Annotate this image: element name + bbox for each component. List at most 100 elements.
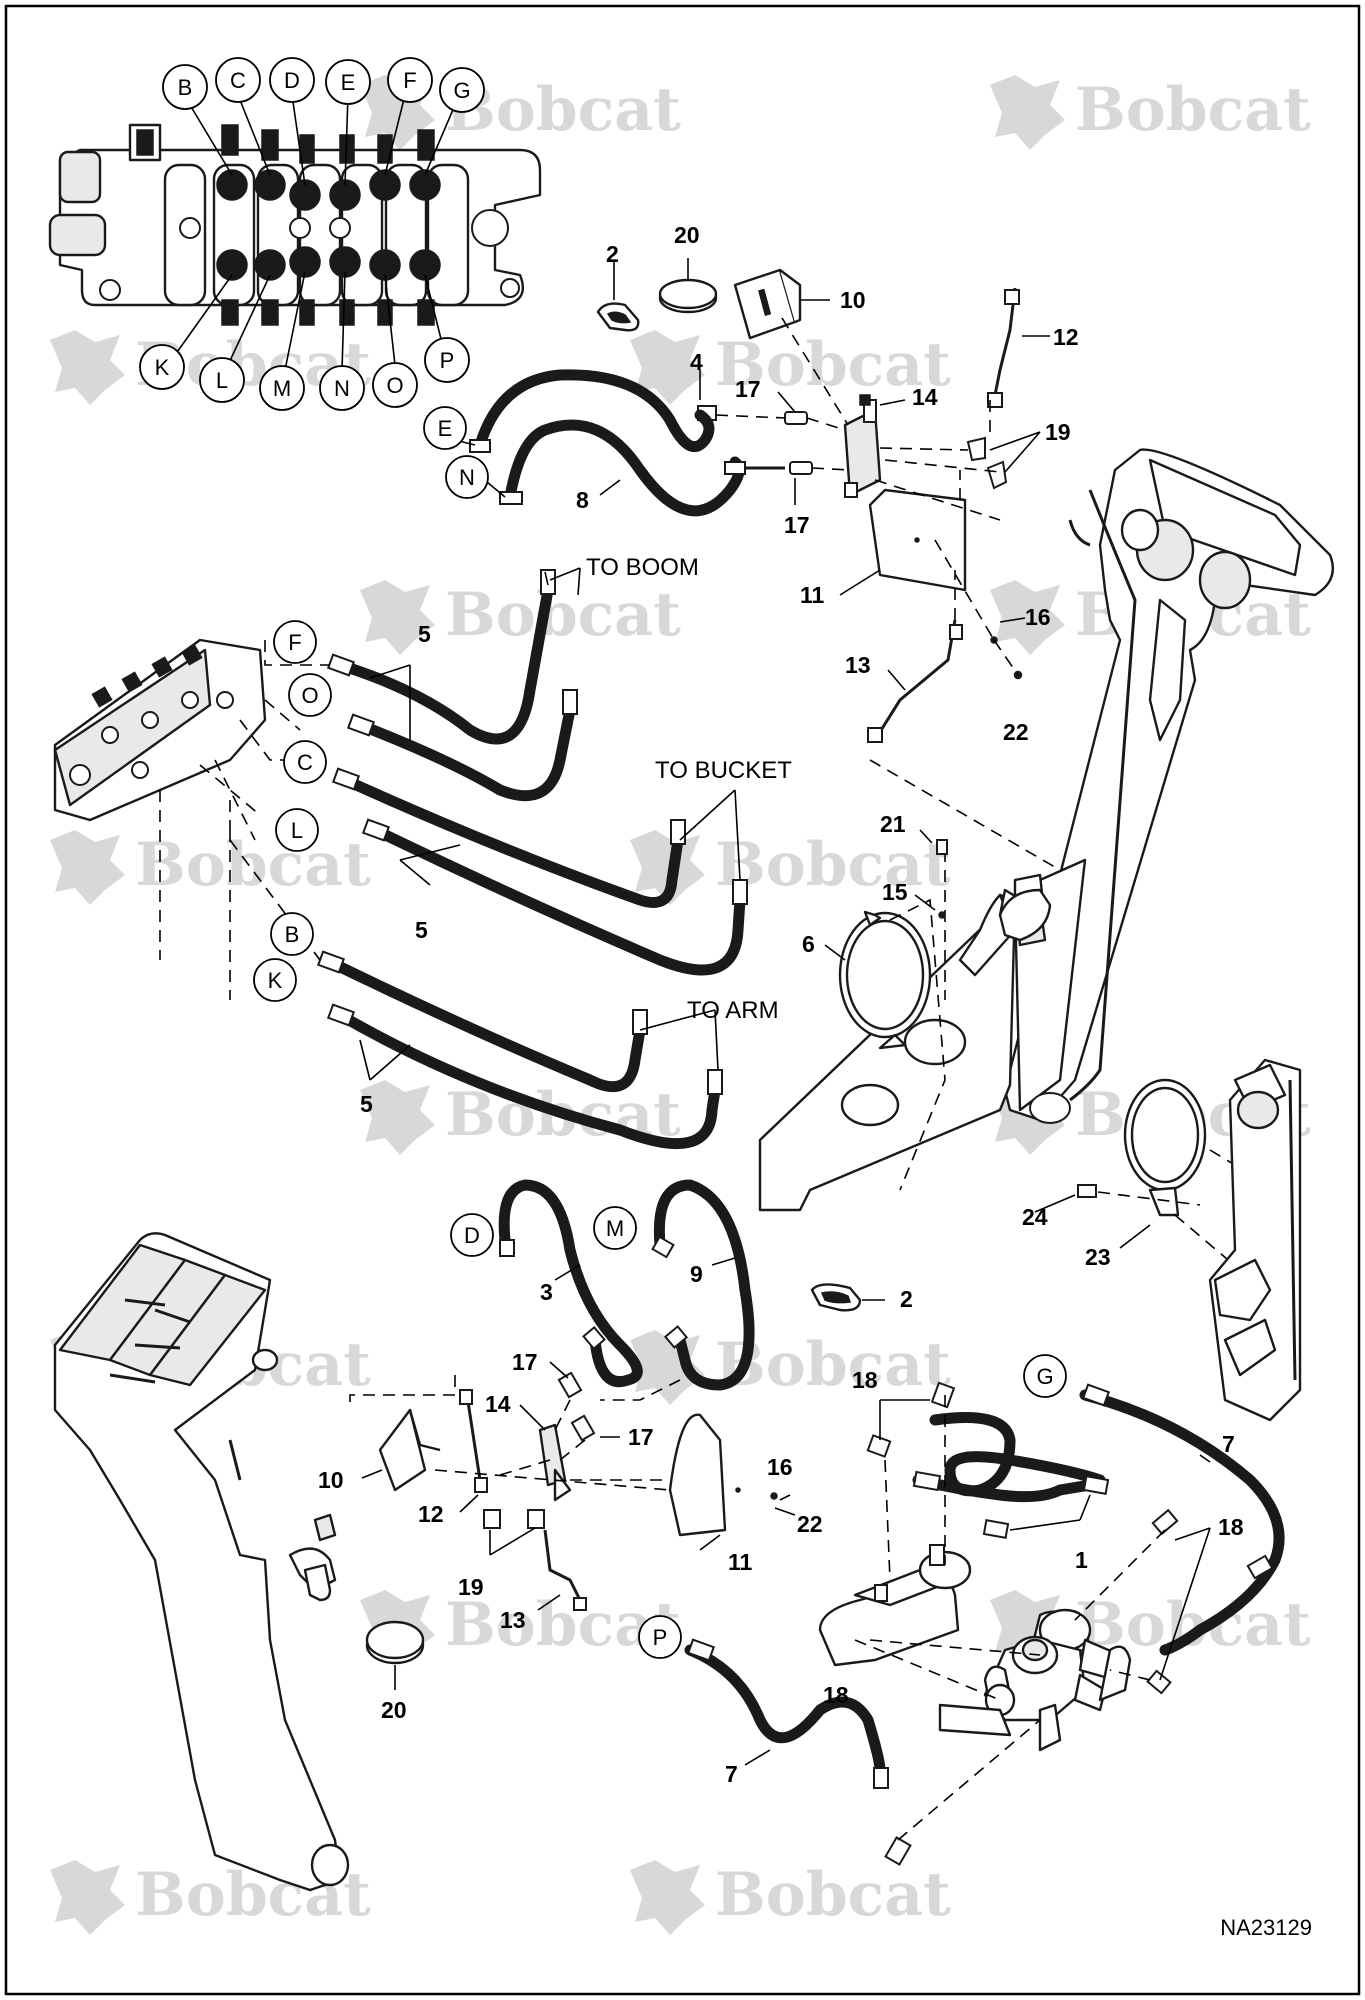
callout-5-mid: 5 bbox=[415, 917, 428, 943]
bobcat-logo-icon: Bobcat bbox=[360, 1080, 681, 1155]
right-assembly-23-24 bbox=[1034, 1058, 1302, 1422]
destination-to-boom: TO BOOM bbox=[586, 554, 699, 581]
boom-arm-assembly bbox=[758, 448, 1335, 1212]
callout-6: 6 bbox=[802, 931, 815, 957]
svg-text:K: K bbox=[268, 968, 283, 993]
bobcat-logo-icon: Bobcat bbox=[50, 830, 371, 905]
callout-4: 4 bbox=[690, 349, 703, 375]
svg-text:Bobcat: Bobcat bbox=[715, 830, 951, 900]
hose-7-port-labels: G P bbox=[638, 1354, 1067, 1659]
svg-text:N: N bbox=[459, 465, 475, 490]
callout-13-top: 13 bbox=[845, 652, 871, 678]
callout-17-lower-1: 17 bbox=[512, 1349, 538, 1375]
hoses-5 bbox=[53, 567, 748, 1150]
svg-text:E: E bbox=[438, 416, 453, 441]
svg-text:M: M bbox=[273, 376, 291, 401]
port-label-o: O bbox=[372, 362, 418, 408]
svg-text:Bobcat: Bobcat bbox=[715, 1860, 951, 1930]
port-label-l: L bbox=[199, 357, 245, 403]
port-label-l-hose5: L bbox=[275, 808, 319, 852]
callout-20-top: 20 bbox=[674, 222, 700, 248]
callout-1: 1 bbox=[1075, 1547, 1088, 1573]
callout-14-lower: 14 bbox=[485, 1391, 511, 1417]
hose-8-port-labels: E N bbox=[423, 406, 489, 499]
port-label-n-hose8: N bbox=[445, 455, 489, 499]
callout-11-lower: 11 bbox=[728, 1549, 753, 1575]
svg-text:Bobcat: Bobcat bbox=[445, 580, 681, 650]
port-label-e-hose8: E bbox=[423, 406, 467, 450]
bobcat-logo-icon: Bobcat bbox=[630, 1860, 951, 1935]
callout-7-lower: 7 bbox=[725, 1761, 738, 1787]
bobcat-logo-icon: Bobcat bbox=[990, 75, 1311, 150]
svg-text:B: B bbox=[285, 922, 300, 947]
valve-spools bbox=[99, 163, 520, 307]
callout-9: 9 bbox=[690, 1261, 703, 1287]
port-label-k: K bbox=[139, 344, 185, 390]
port-label-e: E bbox=[325, 59, 371, 105]
top-assembly bbox=[454, 258, 1061, 871]
callout-18-right: 18 bbox=[1218, 1514, 1244, 1540]
control-valve-mid bbox=[53, 638, 267, 822]
destination-to-bucket: TO BUCKET bbox=[655, 757, 792, 784]
bobcat-logo-icon: Bobcat bbox=[630, 830, 951, 905]
bobcat-logo-icon: Bobcat bbox=[50, 1860, 371, 1935]
callout-17-top-1: 17 bbox=[735, 376, 761, 402]
callout-16-lower: 16 bbox=[767, 1454, 793, 1480]
svg-text:P: P bbox=[440, 348, 455, 373]
port-label-p: P bbox=[424, 337, 470, 383]
figure-number: NA23129 bbox=[1220, 1915, 1312, 1940]
clamp-20-lower bbox=[365, 1620, 425, 1690]
swivel-assembly bbox=[684, 1381, 1285, 1866]
callout-2-top: 2 bbox=[606, 241, 619, 267]
svg-text:L: L bbox=[216, 368, 228, 393]
port-label-n: N bbox=[319, 365, 365, 411]
svg-text:L: L bbox=[291, 818, 303, 843]
svg-text:D: D bbox=[284, 68, 300, 93]
callout-5-top: 5 bbox=[418, 621, 431, 647]
port-label-f: F bbox=[387, 57, 433, 103]
callout-20-lower: 20 bbox=[381, 1697, 407, 1723]
callout-17-top-2: 17 bbox=[784, 512, 810, 538]
svg-text:O: O bbox=[386, 373, 403, 398]
callout-21: 21 bbox=[880, 811, 906, 837]
callout-3: 3 bbox=[540, 1279, 553, 1305]
port-label-b: B bbox=[162, 64, 208, 110]
callout-10-lower: 10 bbox=[318, 1467, 344, 1493]
hose-3-9-port-labels: D M bbox=[450, 1206, 637, 1257]
hose-5-port-labels: F O C L B K bbox=[253, 620, 332, 1002]
svg-text:G: G bbox=[1036, 1364, 1053, 1389]
svg-text:E: E bbox=[341, 70, 356, 95]
callout-10-top: 10 bbox=[840, 287, 866, 313]
port-label-g-hose7: G bbox=[1023, 1354, 1067, 1398]
port-label-c-hose5: C bbox=[283, 740, 327, 784]
svg-text:G: G bbox=[453, 78, 470, 103]
top-valve-port-labels: B C D E F G K L M N O P bbox=[139, 57, 485, 411]
lower-mid-assembly bbox=[349, 1179, 885, 1611]
svg-text:M: M bbox=[606, 1216, 624, 1241]
port-label-g: G bbox=[439, 67, 485, 113]
callout-18-lower: 18 bbox=[823, 1682, 849, 1708]
svg-text:C: C bbox=[230, 68, 246, 93]
callout-22-top: 22 bbox=[1003, 719, 1029, 745]
port-label-o-hose5: O bbox=[288, 673, 332, 717]
port-label-d: D bbox=[269, 57, 315, 103]
port-label-m-hose9: M bbox=[593, 1206, 637, 1250]
callout-12-top: 12 bbox=[1053, 324, 1079, 350]
diagram-frame bbox=[4, 4, 1361, 1996]
svg-text:Bobcat: Bobcat bbox=[135, 830, 371, 900]
control-valve-top bbox=[48, 94, 542, 371]
svg-text:F: F bbox=[288, 630, 301, 655]
port-label-f-hose5: F bbox=[273, 620, 317, 664]
port-label-d-hose3: D bbox=[450, 1213, 494, 1257]
svg-text:O: O bbox=[301, 683, 318, 708]
svg-text:D: D bbox=[464, 1223, 480, 1248]
bucket-arm-assembly bbox=[53, 1232, 350, 1892]
svg-text:P: P bbox=[653, 1625, 668, 1650]
hose-5-fittings bbox=[316, 569, 748, 1095]
callout-22-lower: 22 bbox=[797, 1511, 823, 1537]
callout-13-lower: 13 bbox=[500, 1607, 526, 1633]
callout-14-top: 14 bbox=[912, 384, 938, 410]
callout-24: 24 bbox=[1022, 1204, 1048, 1230]
callout-12-lower: 12 bbox=[418, 1501, 444, 1527]
